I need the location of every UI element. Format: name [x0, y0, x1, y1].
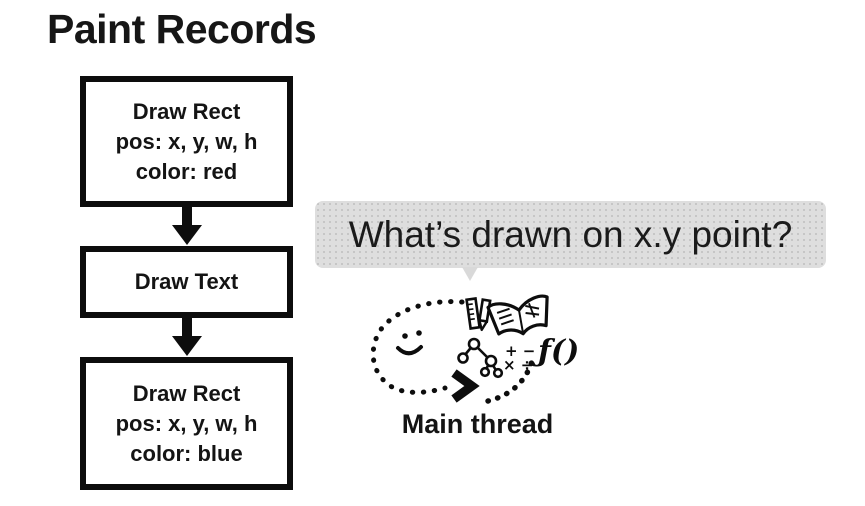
math-symbols-icon: + − × ÷ [503, 342, 535, 374]
main-thread-label: Main thread [401, 409, 554, 439]
ruler-icon [465, 297, 482, 330]
box-line: Draw Rect [132, 98, 241, 124]
speech-bubble: What’s drawn on x.y point? [315, 201, 826, 268]
box-line: pos: x, y, w, h [115, 128, 258, 154]
flow-box-draw-rect-red: Draw Rect pos: x, y, w, h color: red [80, 76, 293, 207]
box-line: Draw Rect [132, 380, 241, 406]
box-line: Draw Text [134, 269, 239, 294]
svg-text:+ −: + − [505, 342, 535, 360]
tree-graph-icon [457, 337, 504, 379]
smiley-face-icon [396, 330, 423, 356]
loop-arrow-icon [450, 369, 480, 403]
down-arrow-icon [172, 206, 202, 245]
speech-bubble-tail [462, 267, 478, 281]
speech-bubble-text: What’s drawn on x.y point? [348, 213, 793, 255]
open-book-icon [486, 294, 549, 336]
box-line: color: blue [130, 440, 243, 466]
box-line: pos: x, y, w, h [115, 410, 258, 436]
pencil-icon [477, 298, 492, 332]
function-icon: ƒ() [532, 334, 579, 369]
flow-box-draw-rect-blue: Draw Rect pos: x, y, w, h color: blue [80, 357, 293, 490]
main-thread-doodle: + − × ÷ ƒ() [370, 294, 579, 404]
svg-text:× ÷: × ÷ [503, 356, 533, 374]
box-line: color: red [135, 158, 238, 184]
flow-box-draw-text: Draw Text [80, 246, 293, 318]
down-arrow-icon [172, 317, 202, 356]
page-title: Paint Records [47, 6, 317, 52]
loop-dots-icon [370, 299, 536, 404]
